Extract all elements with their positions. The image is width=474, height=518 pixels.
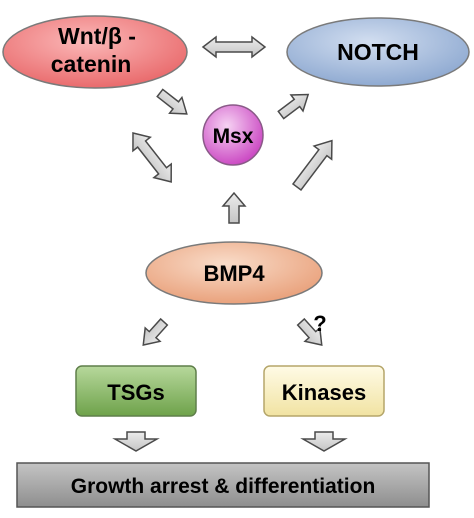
- tsgs-label: TSGs: [107, 380, 164, 405]
- uncertain-link-mark: ?: [313, 311, 326, 336]
- wnt-to-msx-arrow: [156, 88, 188, 115]
- bmp4-label: BMP4: [203, 261, 265, 286]
- tsgs-node: TSGs: [75, 365, 197, 417]
- kinases-node: Kinases: [263, 365, 385, 417]
- outcome-label: Growth arrest & differentiation: [71, 475, 376, 498]
- bmp4-to-tsgs-arrow: [142, 317, 169, 346]
- msx-node: Msx: [202, 104, 264, 166]
- msx-label: Msx: [213, 125, 254, 148]
- tsgs-to-outcome-arrow: [112, 431, 160, 452]
- notch-label: NOTCH: [337, 39, 419, 65]
- bmp4-to-kinases-arrow: [296, 317, 323, 346]
- wnt-beta-catenin-node: Wnt/β - catenin: [2, 15, 188, 89]
- wnt-label-line2: catenin: [51, 51, 132, 77]
- wnt-label-line1: Wnt/β -: [58, 23, 136, 49]
- bmp4-to-notch-arrow: [291, 139, 333, 192]
- outcome-node: Growth arrest & differentiation: [16, 462, 430, 508]
- wnt-notch-double-arrow: [201, 35, 267, 59]
- kinases-to-outcome-arrow: [300, 431, 348, 452]
- wnt-bmp4-double-arrow: [132, 132, 172, 183]
- kinases-label: Kinases: [282, 380, 366, 405]
- msx-to-notch-arrow: [277, 93, 310, 120]
- notch-node: NOTCH: [286, 17, 470, 87]
- bmp4-node: BMP4: [145, 241, 323, 305]
- bmp4-to-msx-arrow: [221, 191, 247, 224]
